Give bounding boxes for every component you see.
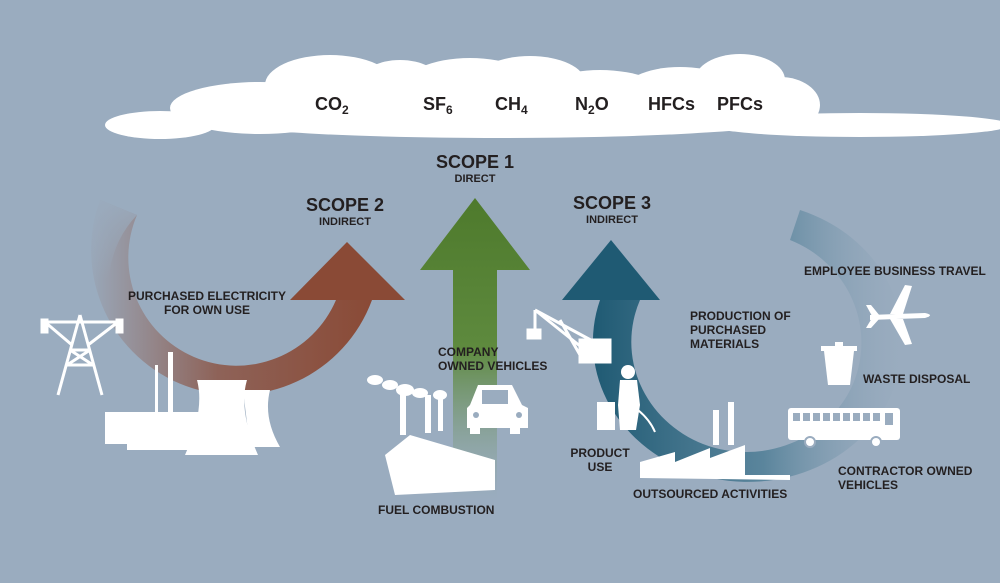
label-purchased-electricity: PURCHASED ELECTRICITY FOR OWN USE: [127, 289, 286, 317]
scope1-heading: SCOPE 1: [435, 152, 515, 172]
scope3-title: SCOPE 3 INDIRECT: [562, 193, 662, 226]
label-fuel-combustion: FUEL COMBUSTION: [378, 503, 495, 517]
gas-n2o: N2O: [575, 94, 609, 117]
label-outsourced-activities: OUTSOURCED ACTIVITIES: [633, 487, 788, 501]
product-use-icon: [597, 365, 656, 433]
outsourced-factory-icon: [640, 402, 790, 480]
power-tower-icon: [40, 314, 124, 396]
gas-hfcs: HFCs: [648, 94, 696, 114]
scope2-title: SCOPE 2 INDIRECT: [295, 195, 395, 228]
cloud-shape: [105, 54, 1000, 139]
gas-co2: CO2: [315, 94, 349, 117]
label-contractor-vehicles: CONTRACTOR OWNED VEHICLES: [838, 464, 973, 492]
gas-sf6: SF6: [423, 94, 453, 117]
scope2-subheading: INDIRECT: [319, 216, 371, 228]
scope3-arrow: [562, 210, 903, 482]
gas-pfcs: PFCs: [717, 94, 764, 114]
label-company-vehicles: COMPANY OWNED VEHICLES: [438, 345, 548, 373]
bus-icon: [788, 408, 900, 448]
scope3-heading: SCOPE 3: [572, 193, 652, 213]
gas-ch4: CH4: [495, 94, 528, 117]
factory-icon: [367, 375, 495, 495]
scope3-subheading: INDIRECT: [586, 214, 638, 226]
label-waste-disposal: WASTE DISPOSAL: [863, 372, 971, 386]
car-icon: [467, 385, 528, 434]
scope1-subheading: DIRECT: [454, 173, 496, 185]
scope2-heading: SCOPE 2: [305, 195, 385, 215]
crane-icon: [526, 308, 612, 364]
airplane-icon: [866, 285, 930, 345]
label-employee-travel: EMPLOYEE BUSINESS TRAVEL: [804, 264, 986, 278]
scope1-arrow: [420, 198, 530, 500]
label-product-use: PRODUCT USE: [570, 446, 630, 474]
power-plant-icon: [105, 352, 280, 455]
scope2-arrow: [52, 200, 405, 395]
scope1-title: SCOPE 1 DIRECT: [425, 152, 525, 185]
label-production-materials: PRODUCTION OF PURCHASED MATERIALS: [690, 309, 791, 351]
trash-can-icon: [821, 342, 857, 385]
